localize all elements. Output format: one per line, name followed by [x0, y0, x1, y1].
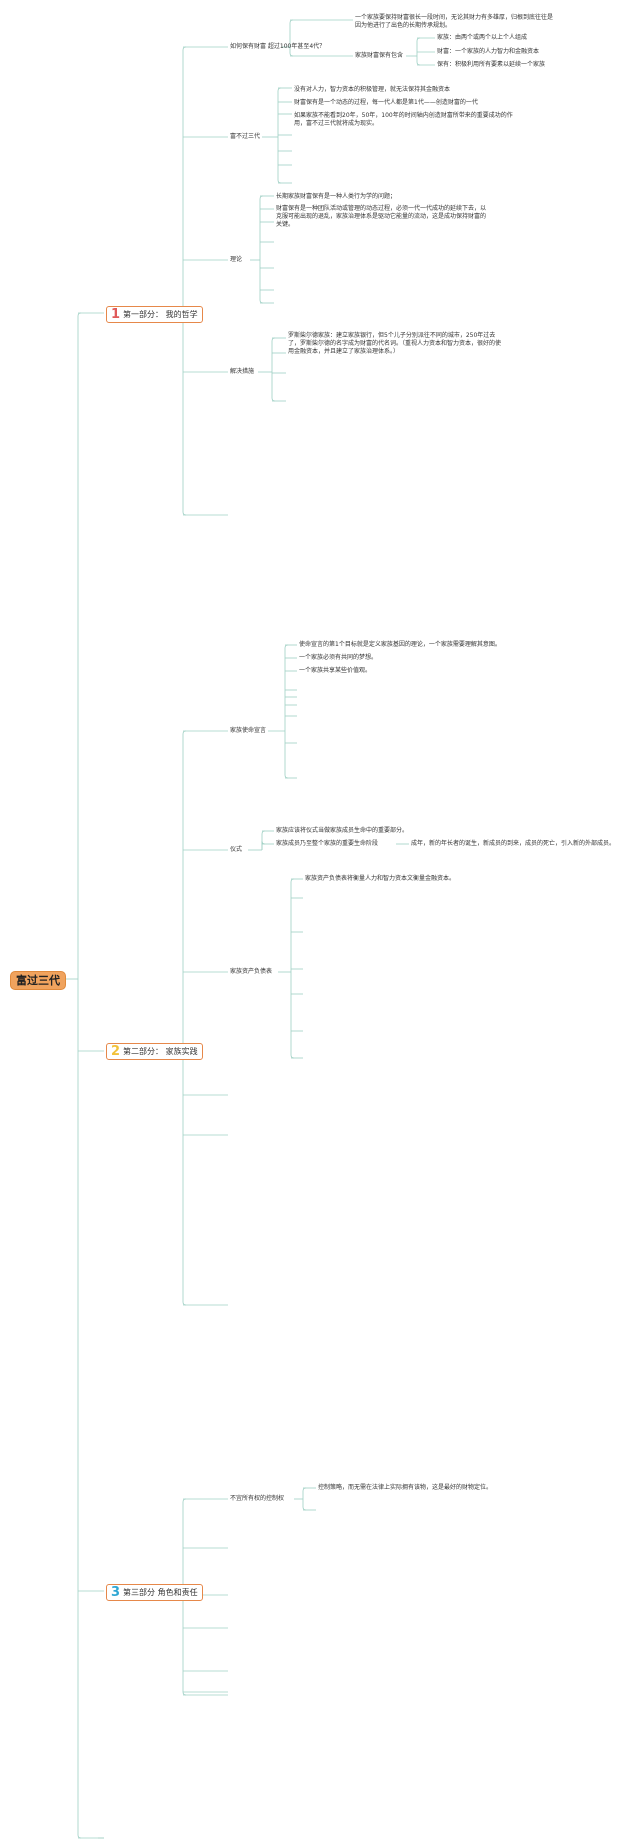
connector-line — [302, 1499, 307, 1511]
part3-label: 第三部分 角色和责任 — [123, 1588, 198, 1597]
node-q1[interactable]: 如何保有财富 超过100年甚至4代？ — [230, 43, 326, 50]
connector-line — [182, 1051, 187, 1306]
part3-number: 3 — [111, 1585, 121, 1600]
node-q3-item2[interactable]: 财富保有是一种团队活动或管理的动态过程，必须一代一代成功的延续下去，以克服可能出… — [276, 205, 487, 228]
node-s1-item1[interactable]: 使命宣言的第1个目标就是定义家族基因的理论，一个家族需要理解其意图。 — [299, 641, 501, 648]
connector-line — [277, 87, 282, 137]
root-node[interactable]: 富过三代 — [10, 971, 66, 990]
node-s3[interactable]: 家族资产负债表 — [230, 968, 273, 975]
node-s2-item1[interactable]: 家族应该将仪式当做家族成员生命中的重要部分。 — [276, 827, 409, 834]
node-q2-item3[interactable]: 如果家族不能看到20年，50年，100年的时间轴内创造财富所带来的重要成功的作用… — [294, 112, 513, 127]
node-p3-s1[interactable]: 不宜所有权的控制权 — [230, 1495, 285, 1502]
part2-label: 第二部分： 家族实践 — [123, 1047, 198, 1056]
node-s1-item3[interactable]: 一个家族共享某些价值观。 — [299, 667, 372, 674]
node-s2-item2[interactable]: 家族成员乃至整个家族的重要生命阶段 — [276, 840, 379, 847]
connector-line — [182, 730, 187, 1051]
connector-line — [259, 195, 264, 260]
node-s1-item2[interactable]: 一个家族必须有共同的梦想。 — [299, 654, 378, 661]
node-s2[interactable]: 仪式 — [230, 846, 243, 853]
connector-line — [271, 337, 276, 372]
node-q1-c2[interactable]: 家族财富保有包含 — [355, 52, 404, 59]
node-s1[interactable]: 家族使命宣言 — [230, 727, 267, 734]
node-q2-item1[interactable]: 没有对人力，智力资本的积极管理，就无法保持其金融资本 — [294, 86, 451, 93]
node-q2[interactable]: 富不过三代 — [230, 133, 261, 140]
node-q3[interactable]: 理论 — [230, 256, 243, 263]
node-s2-sub[interactable]: 成年，新的年长者的诞生，新成员的到来，成员的死亡，引入新的外部成员。 — [411, 840, 616, 847]
connector-line — [261, 830, 266, 850]
node-s3-item1[interactable]: 家族资产负债表将衡量人力和智力资本文衡量金融资本。 — [305, 875, 456, 882]
connector-line — [77, 979, 82, 1839]
part1-number: 1 — [111, 307, 121, 322]
connector-line — [416, 37, 421, 56]
node-q1-c2-item2[interactable]: 财富：一个家族的人力智力和金融资本 — [437, 48, 540, 55]
connector-line — [182, 313, 187, 516]
node-q1-c1[interactable]: 一个家族要保持财富很长一段时间，无论其财力有多雄厚，归根到底往往是因为他进行了出… — [355, 14, 554, 29]
node-q4-item1[interactable]: 罗斯柴尔德家族：建立家族银行，但5个儿子分别派往不同的城市，250年过去了，罗斯… — [288, 332, 502, 355]
connector-line — [182, 1591, 187, 1696]
connector-line — [290, 972, 295, 1059]
connector-line — [284, 731, 289, 779]
node-q4[interactable]: 解决措施 — [230, 368, 255, 375]
connector-line — [182, 1498, 187, 1591]
connector-line — [259, 260, 264, 304]
connector-line — [290, 878, 295, 972]
connector-line — [277, 137, 282, 184]
node-p3-s1-item1[interactable]: 控制策略，而无需在法律上实际拥有该物，这是最好的财物定位。 — [318, 1484, 493, 1491]
part1-label: 第一部分： 我的哲学 — [123, 310, 198, 319]
connector-line — [182, 46, 187, 313]
connector-line — [271, 372, 276, 402]
connector-line — [261, 840, 266, 850]
node-q2-item2[interactable]: 财富保有是一个动态的过程，每一代人都是第1代——创造财富的一代 — [294, 99, 478, 106]
node-q1-c2-item1[interactable]: 家族：由两个或两个以上个人组成 — [437, 34, 528, 41]
connector-line — [416, 56, 421, 66]
connector-line — [77, 312, 82, 979]
part2-number: 2 — [111, 1044, 121, 1059]
node-q3-item1[interactable]: 长期家族财富保有是一种人类行为学的问题； — [276, 193, 397, 200]
node-q1-c2-item3[interactable]: 保有：积极利用所有要素以延续一个家族 — [437, 61, 546, 68]
connector-line — [302, 1487, 307, 1499]
